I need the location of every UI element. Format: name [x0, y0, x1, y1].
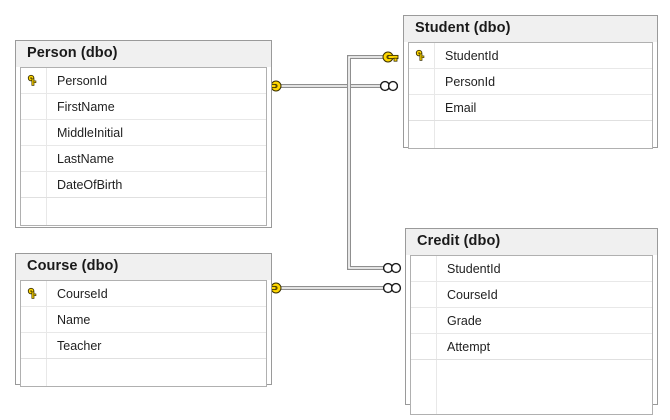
- table-course-title: Course (dbo): [16, 254, 271, 280]
- column-name: CourseId: [447, 287, 498, 302]
- primary-key-gutter: [21, 281, 47, 306]
- primary-key-gutter: [409, 95, 435, 120]
- key-endpoint-student-studentid: [382, 51, 399, 63]
- primary-key-gutter: [21, 198, 47, 225]
- table-student-columns: StudentId PersonId Email: [408, 42, 653, 149]
- primary-key-gutter: [21, 94, 47, 119]
- primary-key-gutter: [21, 172, 47, 197]
- table-row[interactable]: Email: [409, 95, 652, 121]
- table-row[interactable]: DateOfBirth: [21, 172, 266, 198]
- primary-key-gutter: [411, 360, 437, 414]
- table-person[interactable]: Person (dbo) PersonId FirstName: [15, 40, 272, 228]
- table-person-title: Person (dbo): [16, 41, 271, 67]
- primary-key-gutter: [409, 43, 435, 68]
- column-name: PersonId: [445, 74, 496, 89]
- table-student[interactable]: Student (dbo) StudentId PersonId: [403, 15, 658, 149]
- table-row[interactable]: Grade: [411, 308, 652, 334]
- primary-key-gutter: [411, 256, 437, 281]
- column-name: PersonId: [57, 73, 108, 88]
- table-course[interactable]: Course (dbo) CourseId Name: [15, 253, 272, 387]
- table-row[interactable]: LastName: [21, 146, 266, 172]
- table-row-empty[interactable]: [21, 359, 266, 386]
- primary-key-gutter: [411, 282, 437, 307]
- primary-key-gutter: [21, 333, 47, 358]
- primary-key-gutter: [21, 307, 47, 332]
- column-name: FirstName: [57, 99, 115, 114]
- table-row[interactable]: Name: [21, 307, 266, 333]
- table-credit-columns: StudentId CourseId Grade Attempt: [410, 255, 653, 415]
- table-row[interactable]: StudentId: [409, 43, 652, 69]
- relationship-student-credit[interactable]: [342, 50, 398, 275]
- column-name: Name: [57, 312, 91, 327]
- table-row[interactable]: CourseId: [411, 282, 652, 308]
- table-row-empty[interactable]: [409, 121, 652, 148]
- primary-key-gutter: [411, 308, 437, 333]
- column-name: CourseId: [57, 286, 108, 301]
- table-row[interactable]: FirstName: [21, 94, 266, 120]
- table-credit[interactable]: Credit (dbo) StudentId CourseId Grade At…: [405, 228, 658, 415]
- table-row[interactable]: StudentId: [411, 256, 652, 282]
- key-icon: [27, 287, 37, 299]
- primary-key-gutter: [409, 121, 435, 148]
- column-name: StudentId: [445, 48, 499, 63]
- table-student-title: Student (dbo): [404, 16, 657, 42]
- table-row-empty[interactable]: [21, 198, 266, 225]
- table-row[interactable]: Teacher: [21, 333, 266, 359]
- table-row[interactable]: Attempt: [411, 334, 652, 360]
- key-icon: [27, 74, 37, 86]
- column-name: LastName: [57, 151, 114, 166]
- primary-key-gutter: [21, 146, 47, 171]
- column-name: Attempt: [447, 339, 491, 354]
- key-icon: [415, 49, 425, 61]
- primary-key-gutter: [409, 69, 435, 94]
- primary-key-gutter: [21, 120, 47, 145]
- column-name: Grade: [447, 313, 482, 328]
- column-name: Teacher: [57, 338, 102, 353]
- table-row[interactable]: PersonId: [21, 68, 266, 94]
- primary-key-gutter: [21, 68, 47, 93]
- many-endpoint-student-personid: [379, 80, 399, 92]
- many-endpoint-credit-studentid: [382, 262, 402, 274]
- table-person-columns: PersonId FirstName MiddleInitial LastNam…: [20, 67, 267, 226]
- column-name: StudentId: [447, 261, 501, 276]
- primary-key-gutter: [411, 334, 437, 359]
- primary-key-gutter: [21, 359, 47, 386]
- table-course-columns: CourseId Name Teacher: [20, 280, 267, 387]
- table-credit-title: Credit (dbo): [406, 229, 657, 255]
- table-row[interactable]: CourseId: [21, 281, 266, 307]
- table-row[interactable]: MiddleInitial: [21, 120, 266, 146]
- column-name: DateOfBirth: [57, 177, 123, 192]
- table-row-empty[interactable]: [411, 360, 652, 414]
- many-endpoint-credit-courseid: [382, 282, 402, 294]
- table-row[interactable]: PersonId: [409, 69, 652, 95]
- column-name: MiddleInitial: [57, 125, 124, 140]
- column-name: Email: [445, 100, 477, 115]
